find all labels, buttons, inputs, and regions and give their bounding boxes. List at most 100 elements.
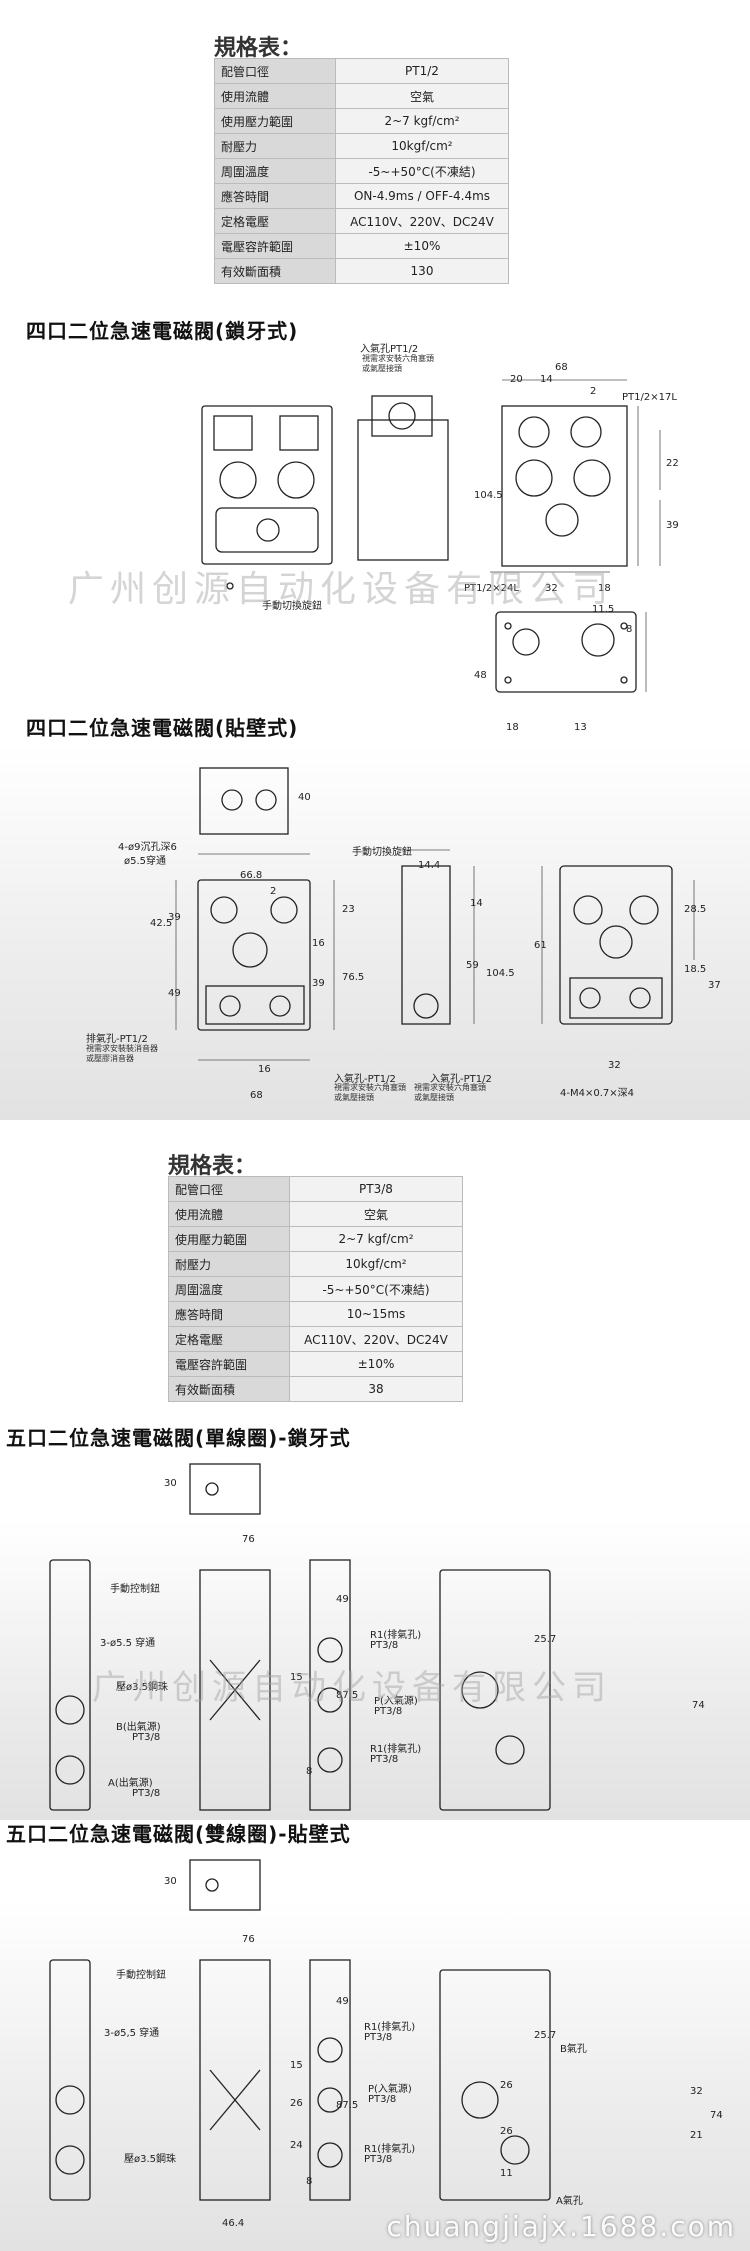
spec-value: 10kgf/cm² xyxy=(335,133,509,159)
section-3-heading: 五口二位急速電磁閥(單線圈)-鎖牙式 xyxy=(6,1426,351,1450)
spec-key: 應答時間 xyxy=(168,1301,290,1327)
dim-40: 40 xyxy=(298,792,311,803)
section-1-drawing xyxy=(201,379,661,693)
dim-39b: 39 xyxy=(168,912,181,923)
section-4-background xyxy=(0,1900,750,2251)
dim-87-5: 87.5 xyxy=(336,1690,359,1701)
section-2-heading: 四口二位急速電磁閥(貼壁式) xyxy=(26,716,299,740)
dim-16: 16 xyxy=(312,938,325,949)
inlet-p-label: P(入氣源) xyxy=(374,1696,418,1707)
exhaust-note: 視需求安裝裝消音器 或壓膠消音器 xyxy=(86,1044,158,1063)
dim-76b: 76 xyxy=(242,1934,255,1945)
dim-32b: 32 xyxy=(608,1060,621,1071)
section-4-heading: 五口二位急速電磁閥(雙線圈)-貼壁式 xyxy=(6,1822,351,1846)
spec-table-2-title: 規格表： xyxy=(168,1154,257,1179)
r1-label-2: R1(排氣孔) xyxy=(364,2022,416,2033)
dim-76-5: 76.5 xyxy=(342,972,365,983)
spec-value: AC110V、220V、DC24V xyxy=(289,1326,463,1352)
spec-key: 耐壓力 xyxy=(214,133,336,159)
mount-holes-label: 4-ø9沉孔深6 xyxy=(118,842,177,853)
knob-label-2: 手動切換旋鈕 xyxy=(352,847,412,858)
section-3-background xyxy=(0,1520,750,1820)
dim-26b: 26 xyxy=(500,2080,513,2091)
dim-22: 22 xyxy=(666,458,679,469)
dim-25-7: 25.7 xyxy=(534,1634,557,1645)
dim-76: 76 xyxy=(242,1534,255,1545)
ball-label-2: 壓ø3.5鋼珠 xyxy=(124,2154,177,2165)
spec-key: 使用流體 xyxy=(214,83,336,109)
dim-8d: 8 xyxy=(306,2176,313,2187)
spec-key: 配管口徑 xyxy=(168,1176,290,1202)
spec-row: 使用流體空氣 xyxy=(168,1201,463,1227)
dim-32: 32 xyxy=(545,583,558,594)
footer-url: chuangjiajx.1688.com xyxy=(386,2210,736,2243)
ball-label: 壓ø3.5鋼珠 xyxy=(116,1682,169,1693)
spec-value: 10~15ms xyxy=(289,1301,463,1327)
dim-11: 11 xyxy=(500,2168,513,2179)
through-4-label: 3-ø5,5 穿通 xyxy=(104,2028,160,2039)
spec-key: 使用壓力範圍 xyxy=(214,108,336,134)
manual-button-label-2: 手動控制鈕 xyxy=(116,1970,166,1981)
dim-49: 49 xyxy=(168,988,181,999)
watermark-2: 广州创源自动化设备有限公司 xyxy=(92,1668,612,1708)
dim-28-5: 28.5 xyxy=(684,904,707,915)
dim-68: 68 xyxy=(555,362,568,373)
spec-key: 配管口徑 xyxy=(214,58,336,84)
port-b-size: PT3/8 xyxy=(132,1732,161,1743)
p-label-2: P(入氣源) xyxy=(368,2084,412,2095)
dim-39c: 39 xyxy=(312,978,325,989)
screw-label: 4-M4×0.7×深4 xyxy=(560,1088,634,1099)
spec-row: 使用流體空氣 xyxy=(214,83,509,109)
spec-row: 電壓容許範圍±10% xyxy=(168,1351,463,1377)
port-b-label: B(出氣源) xyxy=(116,1722,161,1733)
dim-24: 24 xyxy=(290,2140,303,2151)
port-a-label-2: A氣孔 xyxy=(556,2196,583,2207)
exhaust-label: 排氣孔-PT1/2 xyxy=(86,1034,148,1045)
spec-table-1-title: 規格表： xyxy=(214,36,303,61)
r1b-label-2: R1(排氣孔) xyxy=(364,2144,416,2155)
section-2-drawing xyxy=(175,767,695,1061)
dim-25-7b: 25.7 xyxy=(534,2030,557,2041)
spec-value: ON-4.9ms / OFF-4.4ms xyxy=(335,183,509,209)
section-3-drawing xyxy=(49,1463,551,1811)
dim-8c: 8 xyxy=(306,1766,313,1777)
knob-label-1: 手動切換旋鈕 xyxy=(262,601,322,612)
spec-value: ±10% xyxy=(335,233,509,259)
dim-14: 14 xyxy=(540,374,553,385)
dim-74b: 74 xyxy=(710,2110,723,2121)
spec-key: 應答時間 xyxy=(214,183,336,209)
dim-13: 13 xyxy=(574,722,587,733)
inlet-note-2: 視需求安裝六角塞頭 或氣壓接頭 xyxy=(334,1083,406,1102)
spec-value: 38 xyxy=(289,1376,463,1402)
manual-button-label: 手動控制鈕 xyxy=(110,1584,160,1595)
inlet-label: 入氣孔PT1/2 xyxy=(360,344,419,355)
dim-39: 39 xyxy=(666,520,679,531)
dim-11-5: 11.5 xyxy=(592,604,615,615)
dim-74: 74 xyxy=(692,1700,705,1711)
inlet-note-3: 視需求安裝六角塞頭 或氣壓接頭 xyxy=(414,1083,486,1102)
spec-key: 有效斷面積 xyxy=(168,1376,290,1402)
spec-key: 定格電壓 xyxy=(214,208,336,234)
section-1-heading: 四口二位急速電磁閥(鎖牙式) xyxy=(26,319,299,343)
dim-8: 8 xyxy=(626,624,633,635)
dim-26: 26 xyxy=(290,2098,303,2109)
spec-key: 電壓容許範圍 xyxy=(168,1351,290,1377)
spec-row: 周圍溫度-5~+50°C(不凍結) xyxy=(168,1276,463,1302)
port-a-label: A(出氣源) xyxy=(108,1778,153,1789)
spec-key: 定格電壓 xyxy=(168,1326,290,1352)
spec-value: 2~7 kgf/cm² xyxy=(335,108,509,134)
through-hole-label: ø5.5穿通 xyxy=(124,856,167,867)
dim-18b: 18 xyxy=(506,722,519,733)
dim-87-5b: 87.5 xyxy=(336,2100,359,2111)
dim-42-5: 42.5 xyxy=(150,918,173,929)
dim-30b: 30 xyxy=(164,1876,177,1887)
spec-value: AC110V、220V、DC24V xyxy=(335,208,509,234)
